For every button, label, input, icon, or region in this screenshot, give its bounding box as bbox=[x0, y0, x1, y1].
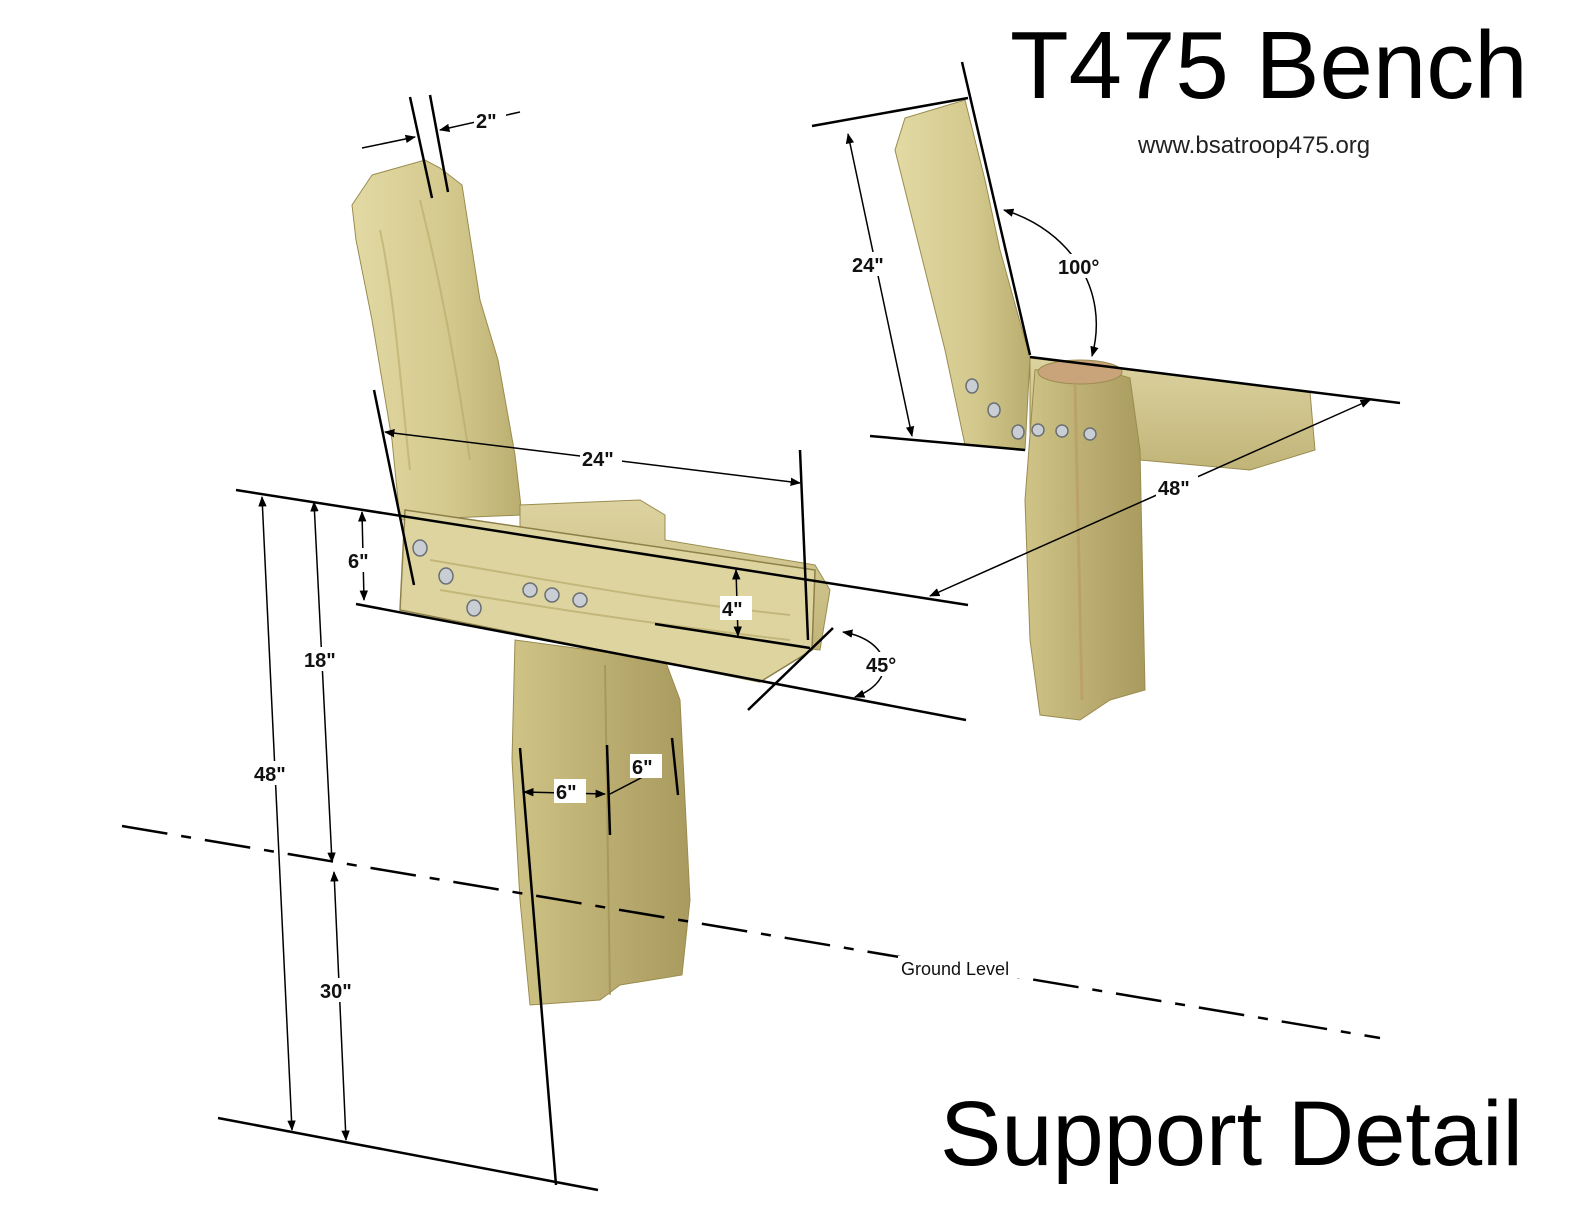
label-back-angle: 100° bbox=[1058, 257, 1099, 279]
label-rail-inner: 4" bbox=[722, 599, 743, 621]
label-back-height: 24" bbox=[852, 255, 884, 277]
left-rail bbox=[399, 509, 816, 683]
right-support bbox=[894, 99, 1316, 721]
label-post-total: 48" bbox=[254, 764, 286, 786]
footer-caption: Support Detail bbox=[940, 1083, 1523, 1185]
label-seat-height: 18" bbox=[304, 650, 336, 672]
label-post-top-thickness: 2" bbox=[476, 111, 497, 133]
label-bench-spacing: 48" bbox=[1158, 478, 1190, 500]
left-post bbox=[511, 639, 691, 1006]
label-post-width-a: 6" bbox=[556, 782, 577, 804]
label-rail-height: 6" bbox=[348, 551, 369, 573]
left-support bbox=[351, 159, 831, 1006]
label-post-width-b: 6" bbox=[632, 757, 653, 779]
label-ground-level: Ground Level bbox=[901, 959, 1009, 979]
left-backrest-board bbox=[351, 159, 523, 521]
site-url: www.bsatroop475.org bbox=[1138, 132, 1371, 159]
page-title: T475 Bench bbox=[1010, 12, 1528, 119]
label-rail-angle: 45° bbox=[866, 655, 896, 677]
label-seat-depth: 24" bbox=[582, 449, 614, 471]
left-bolts bbox=[412, 539, 588, 617]
right-post bbox=[1024, 364, 1146, 721]
right-backrest-board bbox=[894, 99, 1031, 451]
label-post-buried: 30" bbox=[320, 981, 352, 1003]
dimension-labels: 2" 24" 100° 24" 48" 6" 4" 45° 18" 48" 6"… bbox=[252, 108, 1198, 1003]
